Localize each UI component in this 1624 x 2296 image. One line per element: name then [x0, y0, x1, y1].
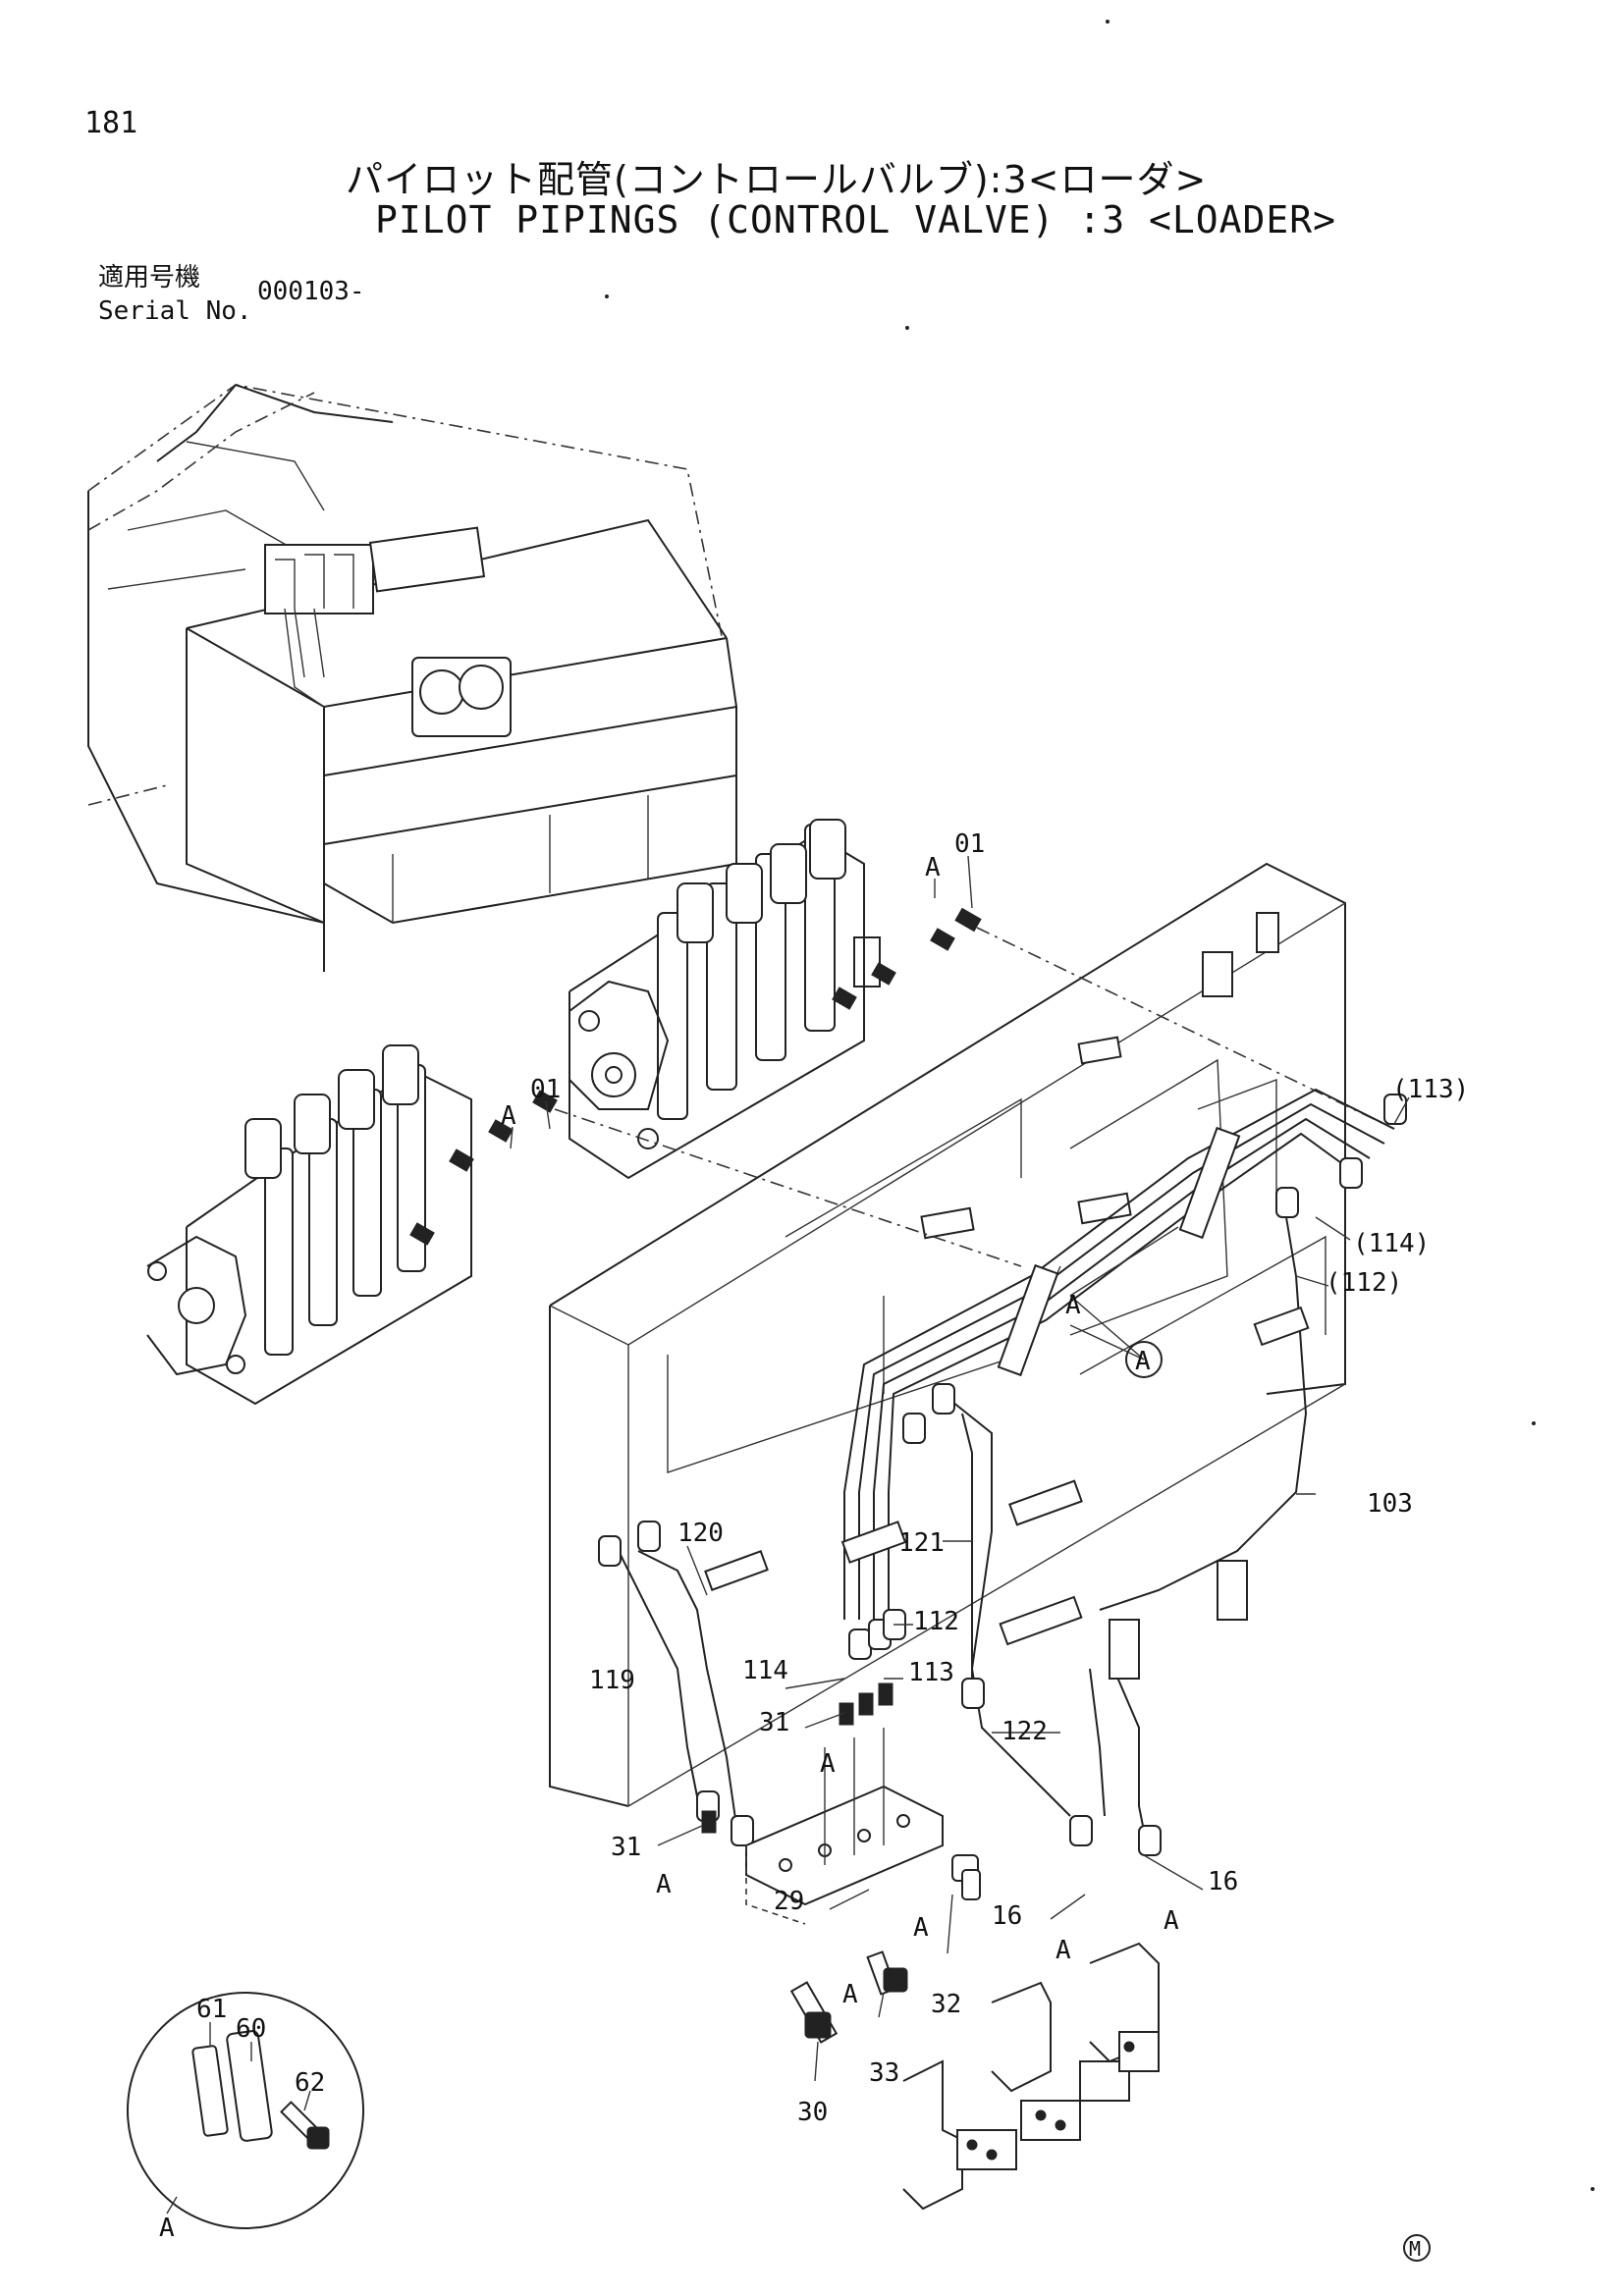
callout-label: A [656, 1870, 672, 1899]
page-title-english: PILOT PIPINGS (CONTROL VALVE) :3 <LOADER… [375, 198, 1336, 241]
callout-label: 122 [1001, 1717, 1048, 1746]
control-valve-lower [146, 1044, 472, 1406]
page-number: 181 [84, 106, 138, 140]
callout-label: A [925, 853, 941, 882]
control-valve-upper [568, 819, 865, 1180]
callout-label: 113 [908, 1658, 954, 1687]
view-marker-a: A [1125, 1341, 1163, 1378]
callout-label: A [820, 1749, 836, 1779]
callout-label: 119 [589, 1666, 635, 1695]
callout-label: 33 [869, 2058, 899, 2088]
pilot-pipe-bundle [598, 1088, 1407, 1856]
scan-specks [605, 20, 1595, 2191]
detail-view-a [127, 1992, 364, 2229]
callout-label: 30 [797, 2098, 828, 2127]
callout-label: A [913, 1913, 929, 1943]
callout-label: 29 [774, 1887, 804, 1916]
manifold-block-29 [701, 1682, 981, 1925]
callout-label: 114 [742, 1656, 788, 1685]
callout-label: (114) [1353, 1229, 1430, 1258]
callout-label: 120 [677, 1519, 724, 1548]
callout-label: A [1056, 1936, 1071, 1965]
callout-label: 31 [759, 1708, 789, 1737]
callout-label: A [842, 1980, 858, 2009]
callout-label: 112 [913, 1607, 959, 1636]
copyright-mark-letter: M [1409, 2237, 1421, 2261]
callout-label: 01 [954, 829, 985, 859]
callout-label: 121 [898, 1528, 945, 1558]
detail-view-letter: A [159, 2214, 175, 2243]
callout-labels: 01 A 01 A (113) (114) (112) A 103 120 12… [501, 829, 1469, 2127]
detail-callout: 61 [196, 1995, 227, 2024]
view-marker-label: A [1135, 1347, 1151, 1376]
callout-label: 16 [1208, 1867, 1238, 1896]
serial-label-japanese: 適用号機 [98, 263, 201, 293]
callout-label: A [501, 1101, 516, 1131]
machine-body-illustration [87, 384, 737, 972]
callout-label: A [1164, 1906, 1179, 1936]
mounting-brackets [902, 1942, 1160, 2211]
callout-label: 32 [931, 1990, 961, 2019]
fittings-01 [409, 907, 1395, 1267]
callout-label: 31 [611, 1833, 641, 1862]
callout-label: A [1065, 1291, 1081, 1320]
detail-callout: 60 [236, 2014, 266, 2044]
callout-label: 16 [992, 1901, 1022, 1931]
callout-label: (112) [1326, 1268, 1402, 1298]
bolts [789, 1950, 908, 2044]
callout-label: (113) [1392, 1075, 1469, 1104]
leader-lines [510, 855, 1410, 2082]
callout-label: 01 [530, 1075, 561, 1104]
callout-label: 103 [1367, 1489, 1413, 1519]
detail-view-labels: 61 60 62 A [159, 1995, 325, 2243]
detail-callout: 62 [295, 2068, 325, 2098]
mounting-frame [549, 862, 1346, 1807]
page-title-japanese: パイロット配管(コントロールバルブ):3<ローダ> [346, 158, 1208, 201]
serial-number-value: 000103- [257, 277, 365, 306]
serial-label-english: Serial No. [98, 296, 252, 326]
copyright-mark: M [1403, 2234, 1431, 2262]
